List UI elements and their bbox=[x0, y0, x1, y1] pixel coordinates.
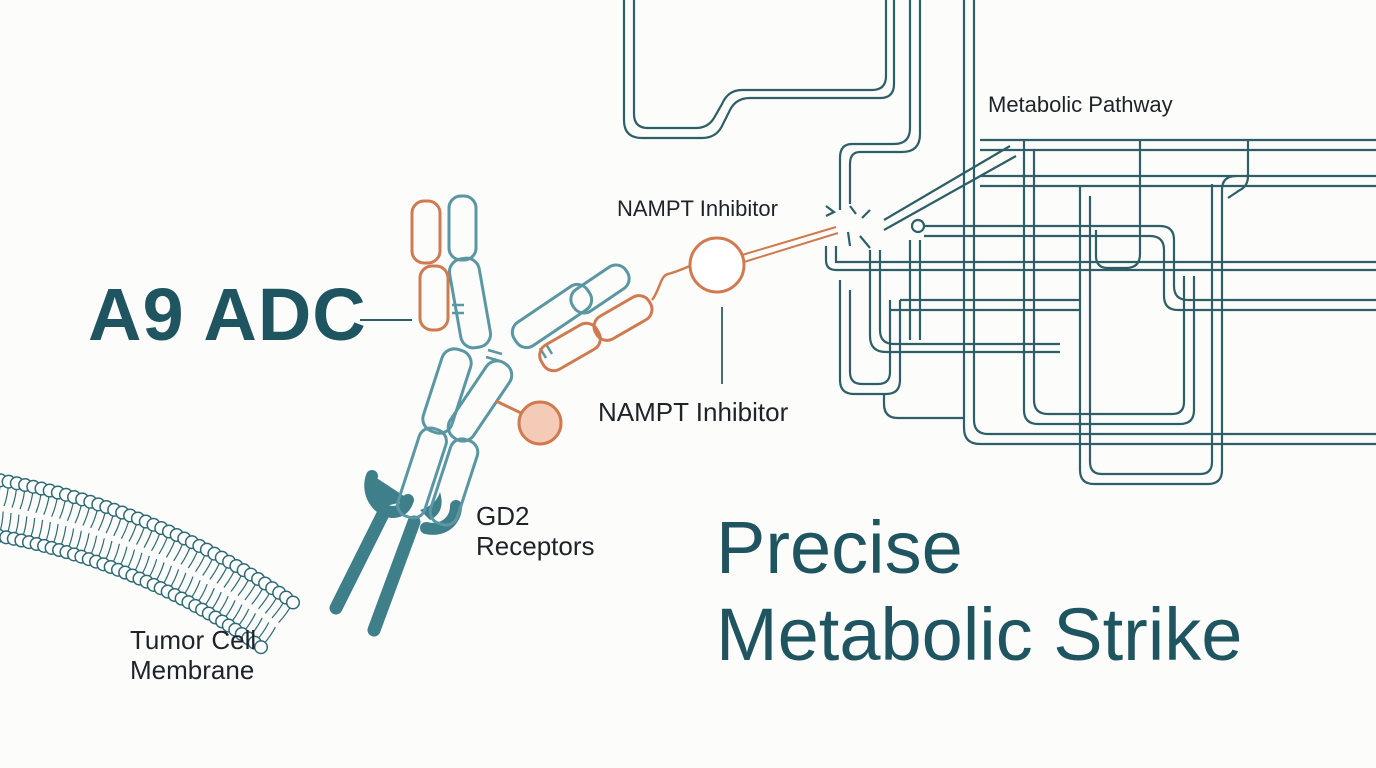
membrane-label-line2: Membrane bbox=[130, 654, 255, 685]
pathway-tube bbox=[1094, 140, 1142, 270]
membrane-label-line1: Tumor Cell bbox=[130, 625, 257, 655]
metabolic-pathway-label: Metabolic Pathway bbox=[988, 92, 1173, 117]
pathway-tube bbox=[848, 0, 922, 204]
pathway-tube bbox=[1032, 150, 1186, 416]
antibody bbox=[396, 194, 631, 527]
pathway-tube bbox=[882, 394, 964, 420]
tumor-cell-membrane-label: Tumor Cell Membrane bbox=[130, 625, 257, 686]
gd2-label-line1: GD2 bbox=[476, 501, 530, 531]
pathway-tube bbox=[962, 0, 1376, 446]
pathway-tube bbox=[838, 0, 912, 210]
adc-title: A9 ADC bbox=[88, 273, 367, 356]
light-chains bbox=[410, 199, 654, 373]
pathway-tube bbox=[924, 234, 1376, 312]
nampt-payload bbox=[495, 226, 839, 446]
strike-burst bbox=[825, 205, 926, 249]
payload-bound bbox=[517, 400, 563, 446]
lipid-tail bbox=[0, 511, 4, 534]
headline-line2: Metabolic Strike bbox=[716, 593, 1243, 677]
pathway-tube bbox=[1022, 140, 1196, 426]
headline-line1: Precise bbox=[716, 506, 963, 589]
gd2-receptors bbox=[329, 470, 462, 637]
pathway-tube bbox=[824, 246, 1376, 272]
headline: Precise Metabolic Strike bbox=[716, 504, 1242, 679]
payload-released bbox=[688, 236, 746, 294]
pathway-tube bbox=[972, 0, 1376, 436]
lipid-head bbox=[253, 640, 269, 655]
pathway-tube bbox=[1078, 174, 1237, 486]
nampt-inhibitor-label-top: NAMPT Inhibitor bbox=[617, 196, 778, 221]
lipid-head bbox=[285, 595, 301, 610]
pathway-tube bbox=[1227, 140, 1250, 199]
pathway-tube bbox=[883, 145, 1011, 221]
pathway-tube bbox=[838, 280, 902, 396]
gd2-receptors-label: GD2 Receptors bbox=[476, 501, 595, 562]
gd2-label-line2: Receptors bbox=[476, 530, 595, 561]
pathway-tube bbox=[883, 155, 1017, 231]
nampt-inhibitor-label-bottom: NAMPT Inhibitor bbox=[598, 397, 789, 427]
pathway-tube bbox=[632, 0, 888, 130]
pathway-tube bbox=[878, 250, 1060, 346]
tumor-cell-membrane bbox=[0, 473, 301, 655]
metabolic-pathway-network bbox=[622, 0, 1376, 486]
pathway-tube bbox=[868, 250, 1060, 354]
pathway-tube bbox=[622, 0, 896, 140]
pathway-tube bbox=[848, 290, 892, 386]
pathway-tube bbox=[1088, 184, 1214, 476]
pathway-tube bbox=[834, 246, 1376, 264]
